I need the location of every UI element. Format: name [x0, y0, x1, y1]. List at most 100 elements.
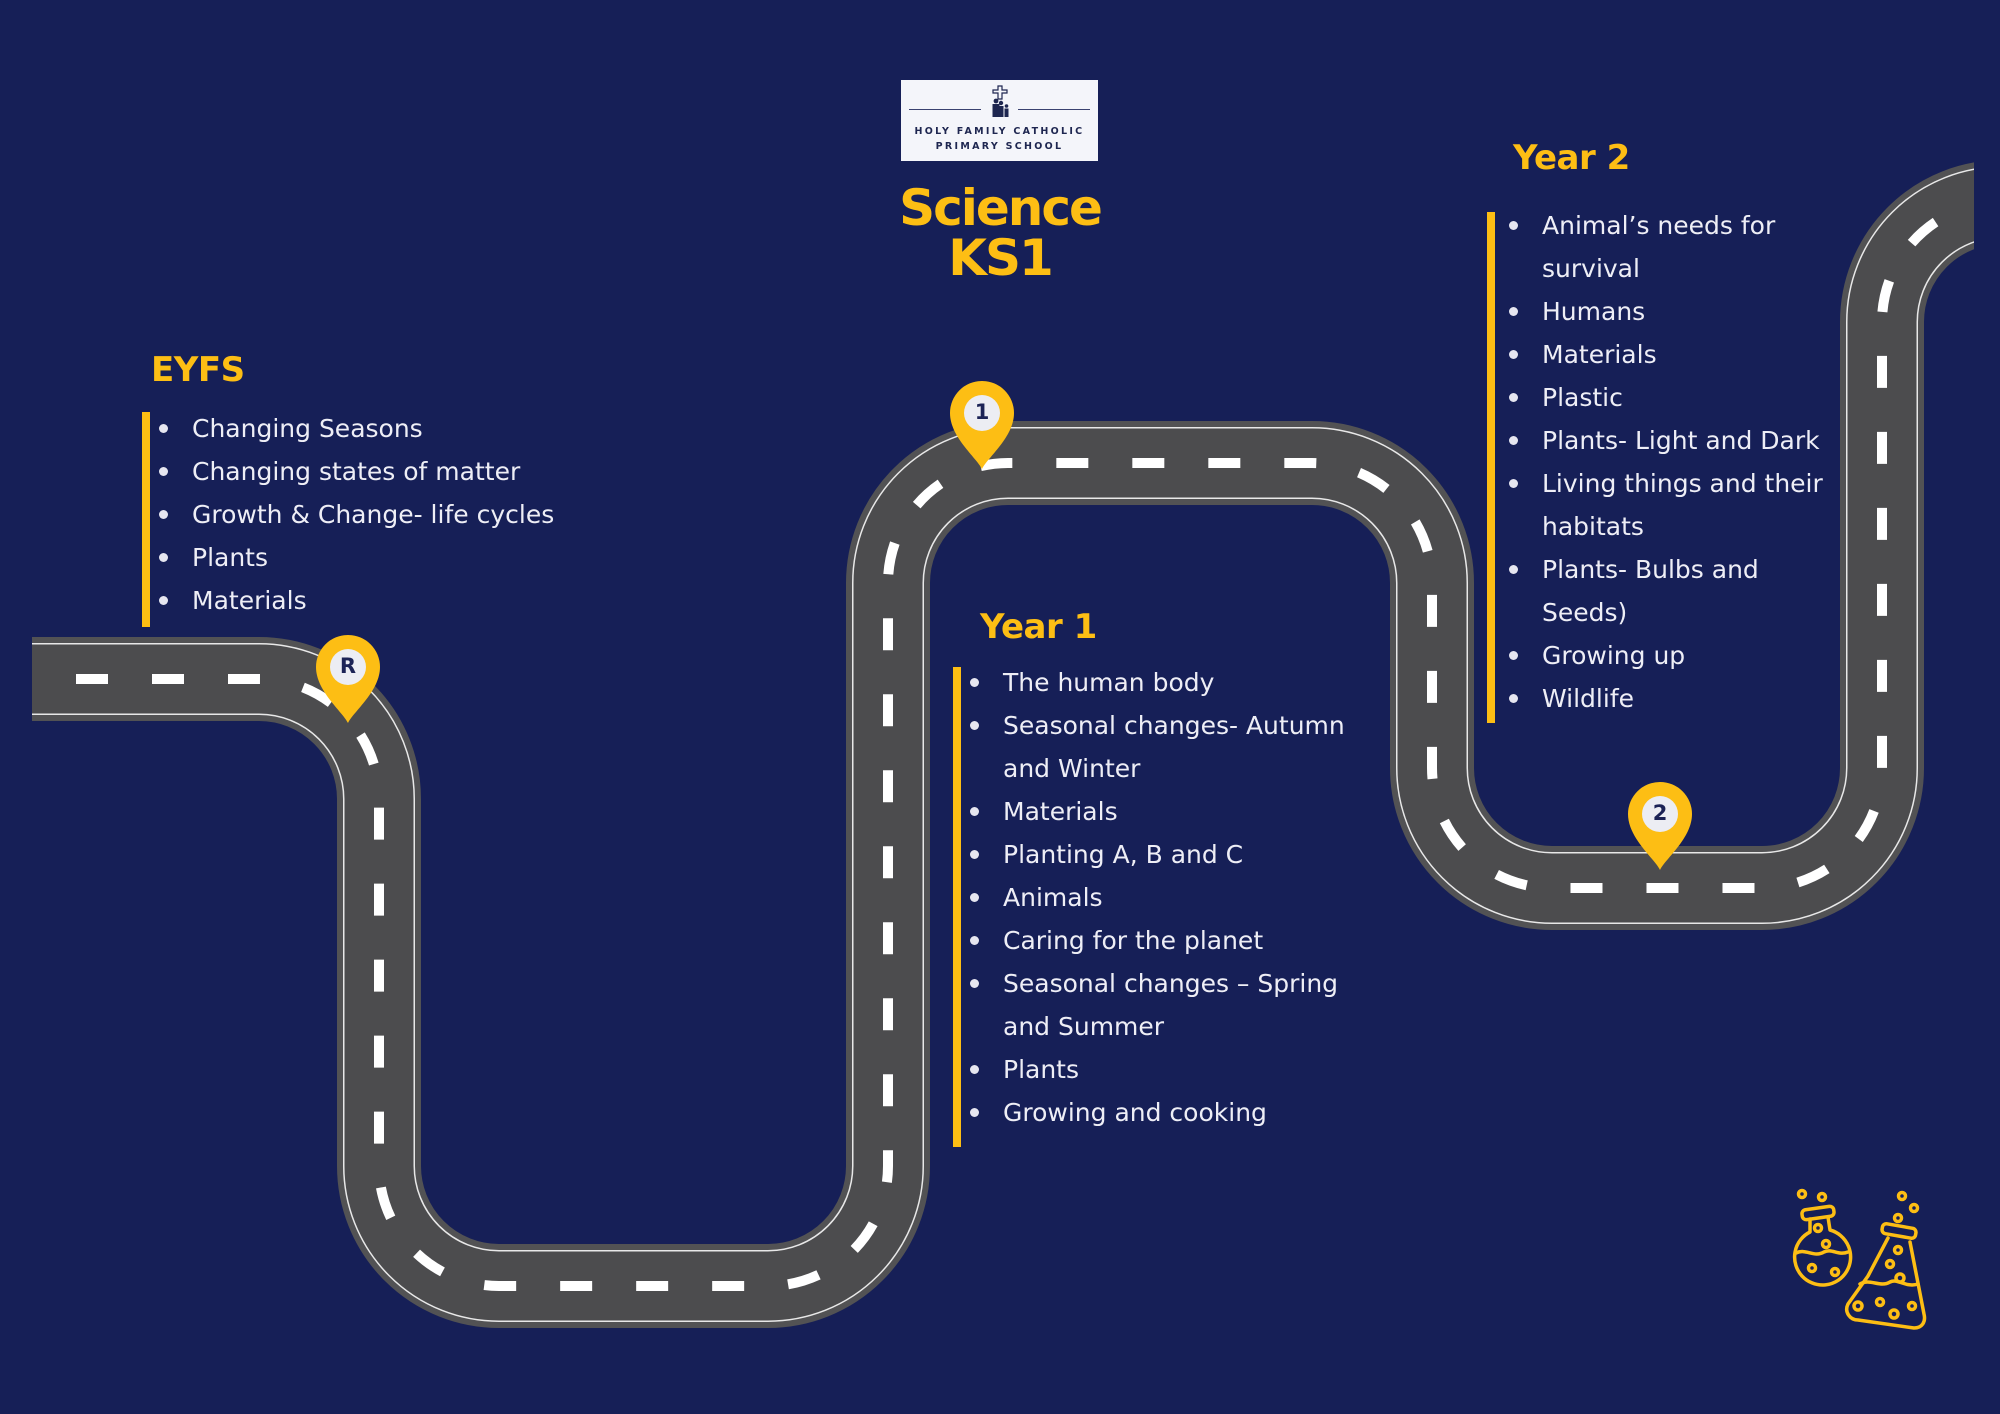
list-item: Changing Seasons — [142, 407, 554, 450]
list-item: Animals — [953, 876, 1345, 919]
list-item-text: and Summer — [1003, 1012, 1165, 1041]
bullet-icon — [159, 596, 168, 605]
section-accent-bar — [1487, 212, 1495, 723]
bullet-icon — [1509, 565, 1518, 574]
list-item-text: Growth & Change- life cycles — [192, 500, 555, 529]
section-heading: Year 2 — [1513, 138, 1630, 178]
section-heading: EYFS — [151, 350, 245, 390]
list-item: Growth & Change- life cycles — [142, 493, 554, 536]
list-item-text: Animals — [1003, 883, 1103, 912]
milestone-marker-year1[interactable]: 1 — [948, 379, 1016, 471]
marker-label: R — [339, 654, 357, 678]
school-logo: HOLY FAMILY CATHOLIC PRIMARY SCHOOL — [901, 80, 1098, 161]
list-item-text: Changing states of matter — [192, 457, 521, 486]
bullet-icon — [970, 1108, 979, 1117]
list-item-text: Caring for the planet — [1003, 926, 1264, 955]
list-item: Materials — [953, 790, 1345, 833]
bullet-icon — [159, 553, 168, 562]
list-item-text: Materials — [1003, 797, 1118, 826]
bullet-icon — [970, 678, 979, 687]
list-item-text: Changing Seasons — [192, 414, 423, 443]
map-pin-icon — [1628, 782, 1692, 870]
list-item-text: habitats — [1542, 512, 1644, 541]
bullet-icon — [1509, 307, 1518, 316]
list-item: Growing up — [1492, 634, 1823, 677]
list-item: Plastic — [1492, 376, 1823, 419]
list-item-text: Growing up — [1542, 641, 1686, 670]
list-item: Wildlife — [1492, 677, 1823, 720]
list-item-text: Materials — [1542, 340, 1657, 369]
list-item: Planting A, B and C — [953, 833, 1345, 876]
logo-divider-right — [1018, 109, 1090, 110]
list-item-text: Plants — [1003, 1055, 1080, 1084]
list-item: Plants — [953, 1048, 1345, 1091]
page-title-subject: Science — [899, 179, 1103, 237]
bullet-icon — [1509, 436, 1518, 445]
list-item: Animal’s needs for survival — [1492, 204, 1823, 290]
bullet-icon — [970, 936, 979, 945]
page-title-stage: KS1 — [948, 229, 1054, 287]
list-item-text: Living things and their — [1542, 469, 1823, 498]
science-flasks-icon — [1792, 1188, 1927, 1330]
school-name-line1: HOLY FAMILY CATHOLIC — [914, 126, 1085, 137]
bullet-icon — [970, 1065, 979, 1074]
bullet-icon — [159, 424, 168, 433]
list-item-text: Plastic — [1542, 383, 1623, 412]
list-item: Materials — [1492, 333, 1823, 376]
section-accent-bar — [142, 412, 150, 627]
bullet-icon — [1509, 651, 1518, 660]
bullet-icon — [1509, 479, 1518, 488]
road-centre-dashes — [32, 200, 1974, 1291]
bullet-icon — [970, 979, 979, 988]
list-item-text: survival — [1542, 254, 1640, 283]
list-item: Humans — [1492, 290, 1823, 333]
map-pin-icon — [316, 635, 380, 723]
list-item-text: Humans — [1542, 297, 1646, 326]
section-heading: Year 1 — [980, 607, 1097, 647]
marker-label: 2 — [1652, 801, 1668, 825]
bullet-icon — [1509, 393, 1518, 402]
list-item: Changing states of matter — [142, 450, 554, 493]
cross-family-icon — [992, 85, 1009, 117]
bullet-icon — [970, 850, 979, 859]
list-item: Seasonal changes- Autumn and Winter — [953, 704, 1345, 790]
list-item: Materials — [142, 579, 554, 622]
list-item-text: Plants — [192, 543, 269, 572]
list-item: Living things and their habitats — [1492, 462, 1823, 548]
logo-divider-left — [909, 109, 981, 110]
list-item: Growing and cooking — [953, 1091, 1345, 1134]
bullet-icon — [159, 467, 168, 476]
bullet-icon — [1509, 350, 1518, 359]
list-item-text: Wildlife — [1542, 684, 1635, 713]
bullet-icon — [1509, 221, 1518, 230]
list-item-text: Seasonal changes- Autumn — [1003, 711, 1345, 740]
list-item-text: and Winter — [1003, 754, 1141, 783]
marker-label: 1 — [974, 400, 990, 424]
bullet-icon — [970, 893, 979, 902]
list-item-text: The human body — [1003, 668, 1215, 697]
list-item: Plants- Light and Dark — [1492, 419, 1823, 462]
list-item-text: Plants- Bulbs and — [1542, 555, 1759, 584]
school-name-line2: PRIMARY SCHOOL — [935, 141, 1064, 152]
map-pin-icon — [950, 381, 1014, 469]
list-item-text: Animal’s needs for — [1542, 211, 1776, 240]
bullet-icon — [970, 807, 979, 816]
bullet-icon — [970, 721, 979, 730]
milestone-marker-year2[interactable]: 2 — [1626, 780, 1694, 872]
list-item-text: Plants- Light and Dark — [1542, 426, 1820, 455]
list-item: The human body — [953, 661, 1345, 704]
list-item: Plants — [142, 536, 554, 579]
section-accent-bar — [953, 667, 961, 1147]
list-item: Caring for the planet — [953, 919, 1345, 962]
list-item-text: Planting A, B and C — [1003, 840, 1244, 869]
bullet-icon — [1509, 694, 1518, 703]
list-item-text: Growing and cooking — [1003, 1098, 1267, 1127]
list-item-text: Materials — [192, 586, 307, 615]
milestone-marker-reception[interactable]: R — [314, 633, 382, 725]
